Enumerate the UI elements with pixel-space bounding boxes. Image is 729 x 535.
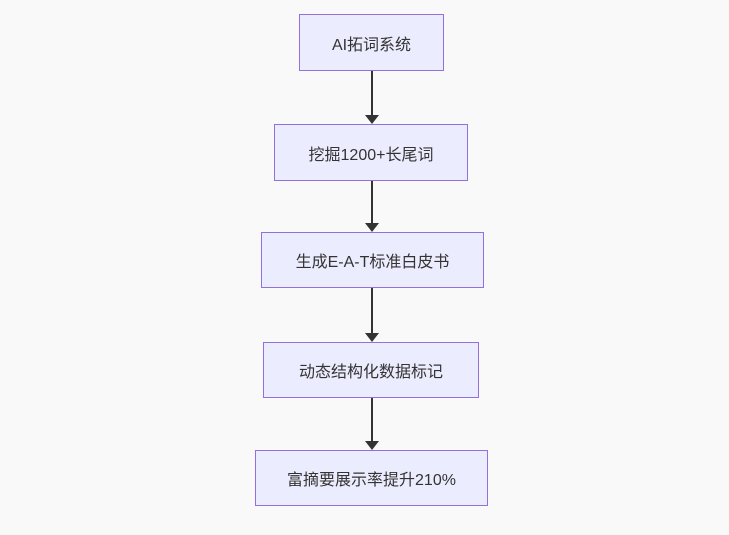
flowchart-node-1: AI拓词系统 [299,14,444,71]
flow-arrow-2 [364,181,379,232]
flow-arrow-1-line [370,71,373,115]
flow-arrow-2-line [370,181,373,223]
flowchart-node-2-label: 挖掘1200+长尾词 [308,146,434,164]
flowchart-node-4-label: 动态结构化数据标记 [298,364,443,381]
flow-arrow-1 [364,71,379,124]
arrow-down-icon [364,333,379,342]
flowchart-node-5: 富摘要展示率提升210% [255,450,488,506]
flowchart-node-2: 挖掘1200+长尾词 [274,124,468,181]
flow-arrow-4-line [370,398,373,441]
flowchart-node-5-label: 富摘要展示率提升210% [287,472,456,489]
flowchart-node-3-label: 生成E-A-T标准白皮书 [295,254,450,271]
flowchart-node-1-label: AI拓词系统 [331,36,412,54]
flow-arrow-3-line [370,288,373,333]
arrow-down-icon [364,115,379,124]
flow-arrow-4 [364,398,379,450]
flowchart-node-4: 动态结构化数据标记 [263,342,479,398]
flow-arrow-3 [364,288,379,342]
arrow-down-icon [364,441,379,450]
flowchart-node-3: 生成E-A-T标准白皮书 [261,232,484,288]
arrow-down-icon [364,223,379,232]
